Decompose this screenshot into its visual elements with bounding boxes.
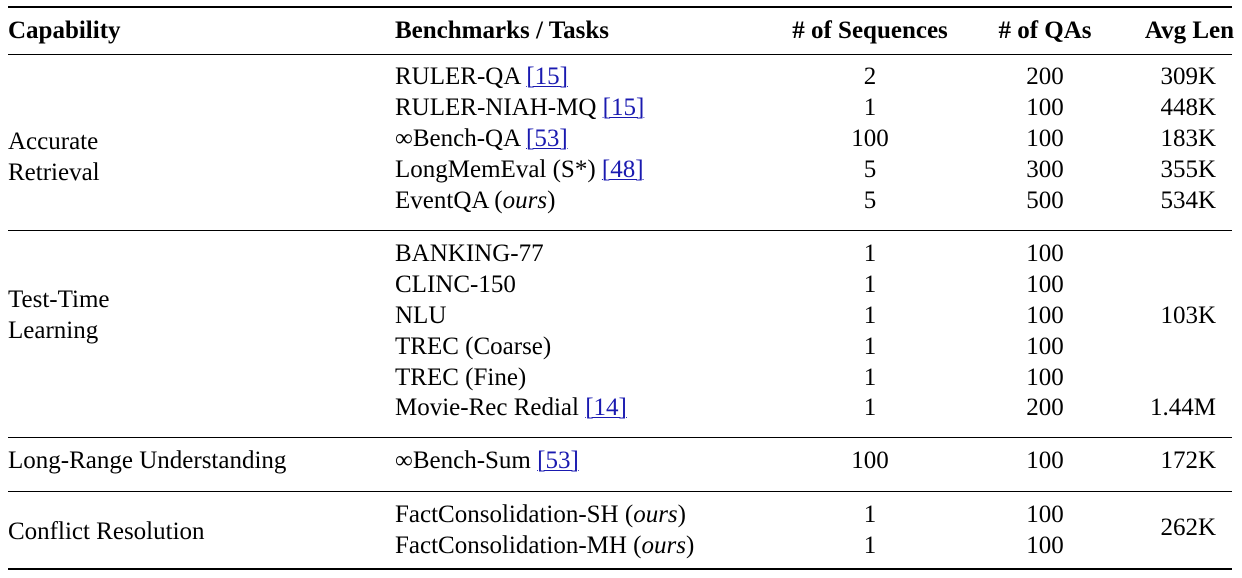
qa-cell: 100 [1026,447,1064,474]
len-cell-shared: 103K [1160,302,1216,329]
bench-ruler-niah-mq: RULER-NIAH-MQ [15] [395,92,644,123]
bench-factcons-sh: FactConsolidation-SH (ours) [395,499,686,530]
seq-cell: 1 [863,240,877,267]
qa-cell: 100 [1026,501,1064,528]
bench-infbench-qa: ∞Bench-QA [53] [395,123,568,154]
len-cell-shared: 262K [1160,514,1216,541]
seq-cell: 5 [863,187,877,214]
capability-conflict: Conflict Resolution [8,518,205,545]
capability-ttl-line1: Test-Time [8,286,110,313]
qa-cell: 200 [1026,63,1064,90]
seq-cell: 1 [863,271,877,298]
bench-trec-fine: TREC (Fine) [395,364,527,391]
bench-factcons-mh: FactConsolidation-MH (ours) [395,530,694,561]
qa-cell: 300 [1026,156,1064,183]
qa-cell: 200 [1026,394,1064,421]
bench-name: RULER-NIAH-MQ [395,94,597,121]
header-rule [8,54,1232,55]
bench-name: EventQA ( [395,187,503,214]
capability-long-range: Long-Range Understanding [8,447,287,474]
seq-cell: 1 [863,333,877,360]
ours-label: ours [633,501,678,528]
citation-link[interactable]: [15] [526,63,568,90]
header-avg-len: Avg Len [1144,17,1234,44]
seq-cell: 1 [863,94,877,121]
bench-banking77: BANKING-77 [395,240,544,267]
header-capability: Capability [8,17,121,44]
bench-name: Movie-Rec Redial [395,394,579,421]
len-cell: 534K [1160,187,1216,214]
bench-nlu: NLU [395,302,447,329]
ours-label: ours [502,187,548,214]
seq-cell: 1 [863,394,877,421]
bench-name-tail: ) [685,532,695,559]
header-sequences: # of Sequences [792,17,948,44]
bench-name: RULER-QA [395,63,520,90]
bench-name: FactConsolidation-SH ( [395,501,634,528]
len-cell: 1.44M [1150,394,1216,421]
bench-longmemeval: LongMemEval (S*) [48] [395,154,644,185]
seq-cell: 5 [863,156,877,183]
citation-link[interactable]: [15] [602,94,645,121]
ours-label: ours [641,532,686,559]
citation-link[interactable]: [48] [601,156,644,183]
citation-link[interactable]: [53] [537,447,579,474]
qa-cell: 100 [1026,364,1064,391]
bench-ruler-qa: RULER-QA [15] [395,61,568,92]
len-cell: 172K [1160,447,1216,474]
bench-name: LongMemEval (S*) [395,156,596,183]
len-cell: 355K [1160,156,1216,183]
seq-cell: 2 [863,63,877,90]
capability-ttl-line2: Learning [8,317,99,344]
bench-name: ∞Bench-Sum [395,447,531,474]
qa-cell: 500 [1026,187,1064,214]
seq-cell: 100 [851,125,889,152]
qa-cell: 100 [1026,271,1064,298]
citation-link[interactable]: [14] [585,394,627,421]
header-qas: # of QAs [998,17,1092,44]
len-cell: 448K [1160,94,1216,121]
seq-cell: 100 [851,447,889,474]
qa-cell: 100 [1026,532,1064,559]
seq-cell: 1 [863,364,877,391]
qa-cell: 100 [1026,125,1064,152]
seq-cell: 1 [863,302,877,329]
bench-name-tail: ) [677,501,686,528]
seq-cell: 1 [863,501,877,528]
seq-cell: 1 [863,532,877,559]
group-rule-2 [8,437,1232,438]
len-cell: 309K [1160,63,1216,90]
qa-cell: 100 [1026,240,1064,267]
bench-movie-rec: Movie-Rec Redial [14] [395,392,627,423]
bench-name-tail: ) [547,187,556,214]
bench-eventqa: EventQA (ours) [395,185,555,216]
header-benchmarks: Benchmarks / Tasks [395,17,609,44]
group-rule-1 [8,230,1232,231]
citation-link[interactable]: [53] [526,125,568,152]
len-cell: 183K [1160,125,1216,152]
bench-trec-coarse: TREC (Coarse) [395,333,552,360]
top-rule [8,6,1232,8]
bottom-rule [8,568,1232,570]
bench-name: FactConsolidation-MH ( [395,532,642,559]
qa-cell: 100 [1026,333,1064,360]
bench-infbench-sum: ∞Bench-Sum [53] [395,445,579,476]
bench-name: ∞Bench-QA [395,125,520,152]
qa-cell: 100 [1026,94,1064,121]
capability-accurate-line2: Retrieval [8,159,100,186]
bench-clinc150: CLINC-150 [395,271,516,298]
group-rule-3 [8,491,1232,492]
capability-accurate-line1: Accurate [8,128,99,155]
qa-cell: 100 [1026,302,1064,329]
